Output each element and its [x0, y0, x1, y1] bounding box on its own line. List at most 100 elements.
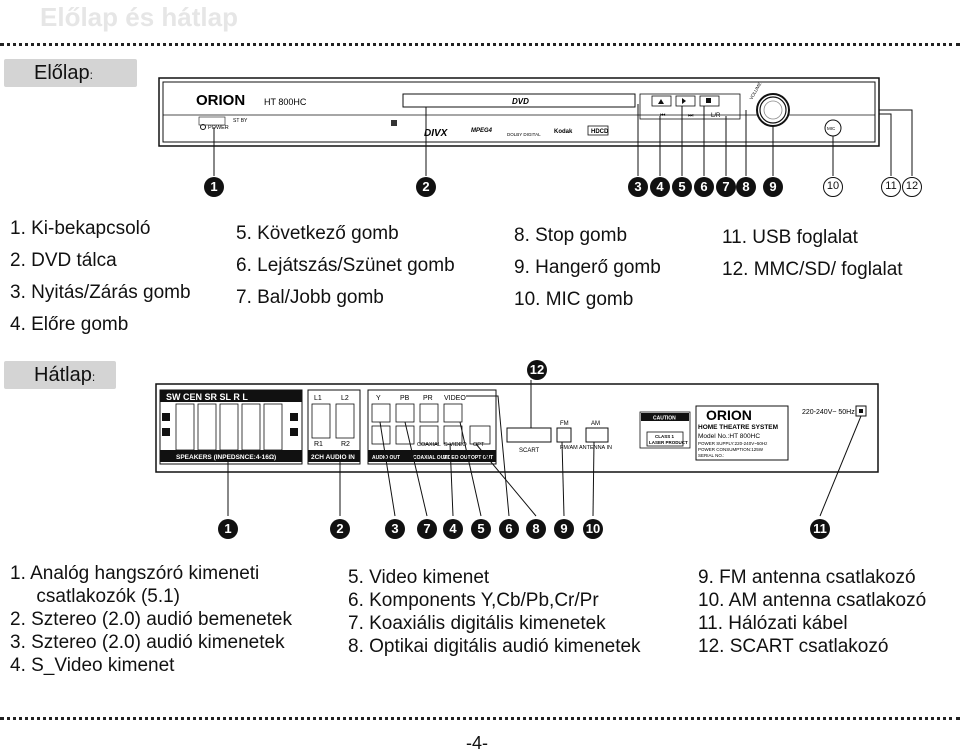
svg-text:L2: L2: [341, 395, 349, 402]
svg-text:HOME THEATRE SYSTEM: HOME THEATRE SYSTEM: [698, 424, 778, 431]
rear-device-body: [155, 383, 879, 473]
rear-callout-1: 1: [218, 519, 238, 539]
svg-text:CAUTION: CAUTION: [653, 416, 676, 422]
legend-item: 6. Lejátszás/Szünet gomb: [236, 255, 455, 276]
svg-text:FM: FM: [560, 421, 569, 427]
legend-item: 5. Video kimenet: [348, 567, 490, 588]
legend-item: 2. Sztereo (2.0) audió bemenetek: [10, 609, 293, 630]
rear-callout-7: 7: [417, 519, 437, 539]
front-section-label: Előlap:: [4, 59, 137, 87]
rear-callout-8: 8: [526, 519, 546, 539]
front-legend-col2: 5. Következő gomb 6. Lejátszás/Szünet go…: [236, 218, 455, 314]
rear-panel-diagram: SW CEN SR SL R L SPEAKERS (INPEDSNCE:4-1…: [155, 380, 879, 517]
audio-in-caption: 2CH AUDIO IN: [311, 454, 355, 461]
dvd-logo: DVD: [512, 97, 529, 106]
dvd-tray: [402, 93, 636, 108]
legend-item: 10. AM antenna csatlakozó: [698, 590, 927, 611]
next-icon: ⏭: [688, 113, 694, 119]
legend-item: 12. SCART csatlakozó: [698, 636, 889, 657]
rear-brand: ORION: [706, 407, 752, 423]
power-icon: [200, 124, 206, 130]
rear-callout-3: 3: [385, 519, 405, 539]
svg-text:COAXIAL: COAXIAL: [417, 442, 441, 448]
mains-label: 220-240V~ 50Hz: [802, 409, 855, 416]
rear-callout-6: 6: [499, 519, 519, 539]
front-callout-4: 4: [650, 177, 670, 197]
prev-icon: ⏮: [660, 113, 666, 119]
legend-item: 8. Optikai digitális audió kimenetek: [348, 636, 641, 657]
legend-item: 1. Ki-bekapcsoló: [10, 218, 151, 239]
stop-icon: [706, 98, 711, 103]
page-heading: Előlap és hátlap: [40, 2, 238, 32]
legend-item: 12. MMC/SD/ foglalat: [722, 259, 903, 280]
front-callout-1: 1: [204, 177, 224, 197]
front-callout-12: 12: [902, 177, 922, 197]
rear-callout-2: 2: [330, 519, 350, 539]
svg-text:POWER CONSUMPTION:125W: POWER CONSUMPTION:125W: [698, 447, 764, 452]
legend-item: 5. Következő gomb: [236, 223, 399, 244]
volume-label: VOLUME: [749, 82, 763, 101]
volume-knob: [756, 93, 790, 127]
page-number: -4-: [466, 733, 488, 753]
front-callout-5: 5: [672, 177, 692, 197]
svg-text:LASER PRODUCT: LASER PRODUCT: [649, 440, 688, 445]
rear-section-label: Hátlap:: [4, 361, 116, 389]
front-lr-label: L/R: [711, 113, 721, 119]
legend-item: 9. Hangerő gomb: [514, 257, 661, 278]
front-standby: ST BY: [233, 118, 248, 124]
legend-item: 1. Analóg hangszóró kimeneti: [10, 563, 260, 584]
rear-callout-10: 10: [583, 519, 603, 539]
legend-item: 7. Koaxiális digitális kimenetek: [348, 613, 606, 634]
legend-item: 11. Hálózati kábel: [698, 613, 848, 634]
svg-text:COAXIAL OUT: COAXIAL OUT: [413, 455, 447, 461]
antenna-label: FM/AM ANTENNA IN: [560, 445, 612, 451]
rear-callout-12-top: 12: [527, 360, 547, 380]
legend-item: 9. FM antenna csatlakozó: [698, 567, 916, 588]
front-device-body: [158, 77, 880, 147]
front-callout-7: 7: [716, 177, 736, 197]
rear-callout-9: 9: [554, 519, 574, 539]
dolby-logo: DOLBY DIGITAL: [507, 132, 541, 137]
svg-text:L1: L1: [314, 395, 322, 402]
divider-bottom: [0, 717, 960, 720]
legend-item: 4. Előre gomb: [10, 314, 129, 335]
front-callout-11: 11: [881, 177, 901, 197]
front-power-label: POWER: [208, 125, 229, 131]
svg-text:OPT: OPT: [473, 442, 485, 448]
front-callout-10: 10: [823, 177, 843, 197]
mpeg4-logo: MPEG4: [471, 128, 493, 134]
svg-text:SERIAL NO.:: SERIAL NO.:: [698, 453, 724, 458]
kodak-logo: Kodak: [554, 129, 573, 135]
legend-item: 8. Stop gomb: [514, 225, 628, 246]
mic-label: MIC: [827, 126, 836, 131]
svg-text:POWER SUPPLY:220-240V~50Hz: POWER SUPPLY:220-240V~50Hz: [698, 441, 768, 446]
svg-text:VIDEO OUT: VIDEO OUT: [443, 455, 471, 461]
rear-legend-col1: 1. Analóg hangszóró kimeneti csatlakozók…: [10, 562, 292, 677]
front-brand: ORION: [196, 92, 245, 109]
legend-item: 10. MIC gomb: [514, 289, 634, 310]
svg-text:PR: PR: [423, 395, 433, 402]
speakers-caption: SPEAKERS (INPEDSNCE:4-16Ω): [176, 454, 276, 461]
front-callout-9: 9: [763, 177, 783, 197]
svg-text:S-VIDEO: S-VIDEO: [444, 442, 467, 448]
svg-text:CLASS 1: CLASS 1: [655, 434, 675, 439]
rear-legend-col3: 9. FM antenna csatlakozó 10. AM antenna …: [698, 566, 926, 658]
legend-item: 2. DVD tálca: [10, 250, 117, 271]
front-callout-8: 8: [736, 177, 756, 197]
hdcd-logo: HDCD: [591, 129, 609, 135]
legend-item: csatlakozók (5.1): [10, 586, 181, 607]
svg-text:R1: R1: [314, 441, 323, 448]
divider-top: [0, 43, 960, 46]
svg-text:Model No.:HT 800HC: Model No.:HT 800HC: [698, 433, 760, 440]
legend-item: 7. Bal/Jobb gomb: [236, 287, 384, 308]
rear-callout-5: 5: [471, 519, 491, 539]
front-panel-diagram: ORION HT 800HC ST BY POWER DVD DIVX MPEG…: [158, 77, 913, 176]
play-icon: [682, 98, 686, 104]
legend-item: 4. S_Video kimenet: [10, 655, 175, 676]
scart-port: [506, 427, 552, 443]
divx-logo: DIVX: [424, 128, 449, 139]
front-legend-col1: 1. Ki-bekapcsoló 2. DVD tálca 3. Nyitás/…: [10, 213, 191, 341]
svg-text:AM: AM: [591, 421, 600, 427]
svg-text:VIDEO: VIDEO: [444, 395, 466, 402]
front-model: HT 800HC: [264, 97, 307, 107]
